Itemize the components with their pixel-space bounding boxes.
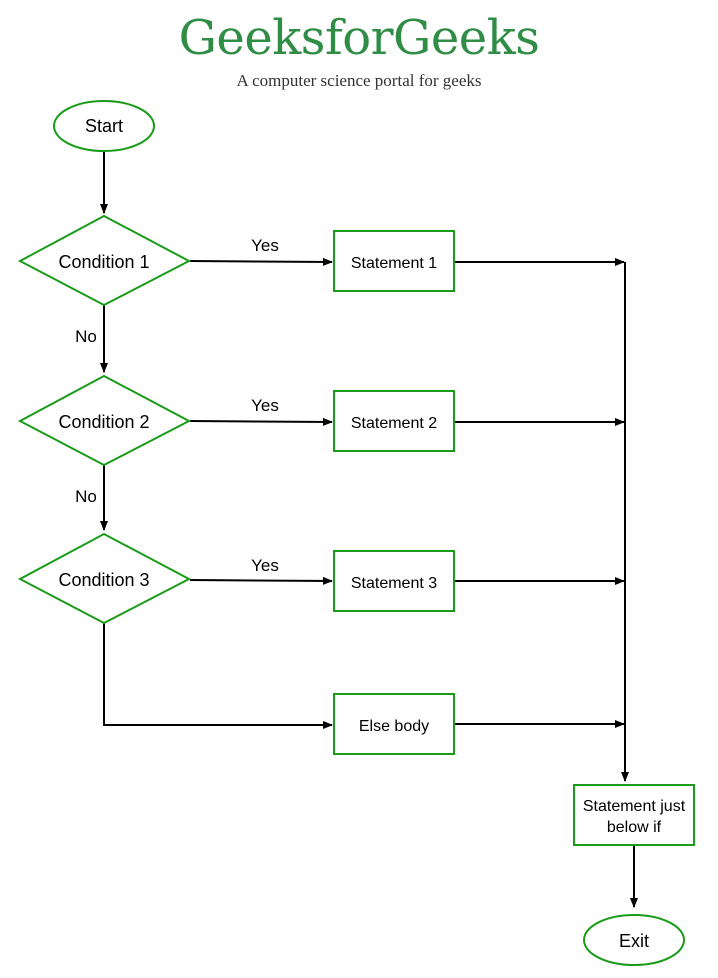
condition-2-label: Condition 2 (58, 412, 149, 432)
statement-below-if-label-line-1: Statement just (583, 798, 686, 815)
else-body-box (333, 693, 455, 755)
arrow-condition-2-to-statement-2 (189, 417, 333, 426)
condition-1-no-label: No (75, 327, 97, 346)
arrow-condition-3-to-statement-3 (189, 576, 333, 585)
condition-3-diamond (17, 532, 192, 625)
start-label: Start (85, 116, 123, 136)
statement-3-box (333, 550, 455, 612)
condition-3-label: Condition 3 (58, 570, 149, 590)
else-body-label: Else body (359, 718, 429, 735)
statement-1-label: Statement 1 (351, 255, 437, 272)
statement-2-box (333, 390, 455, 452)
statement-1-box (333, 230, 455, 292)
statement-3-label: Statement 3 (351, 575, 437, 592)
exit-terminal (583, 914, 685, 966)
condition-1-label: Condition 1 (58, 252, 149, 272)
statement-below-if-box (573, 784, 695, 846)
condition-1-yes-label: Yes (251, 236, 279, 255)
condition-3-yes-label: Yes (251, 556, 279, 575)
condition-1-diamond (17, 214, 192, 307)
brand-tagline: A computer science portal for geeks (236, 71, 482, 90)
arrow-condition-3-to-else-body (103, 623, 333, 729)
condition-2-no-label: No (75, 487, 97, 506)
condition-2-diamond (17, 374, 192, 467)
statement-below-if-label-line-2: below if (607, 819, 662, 836)
arrow-condition-1-to-statement-1 (189, 257, 333, 266)
connectors (100, 151, 638, 908)
brand-logo-text: GeeksforGeeks (178, 10, 540, 66)
condition-2-yes-label: Yes (251, 396, 279, 415)
exit-label: Exit (619, 931, 649, 951)
start-terminal (53, 100, 155, 152)
statement-2-label: Statement 2 (351, 415, 437, 432)
